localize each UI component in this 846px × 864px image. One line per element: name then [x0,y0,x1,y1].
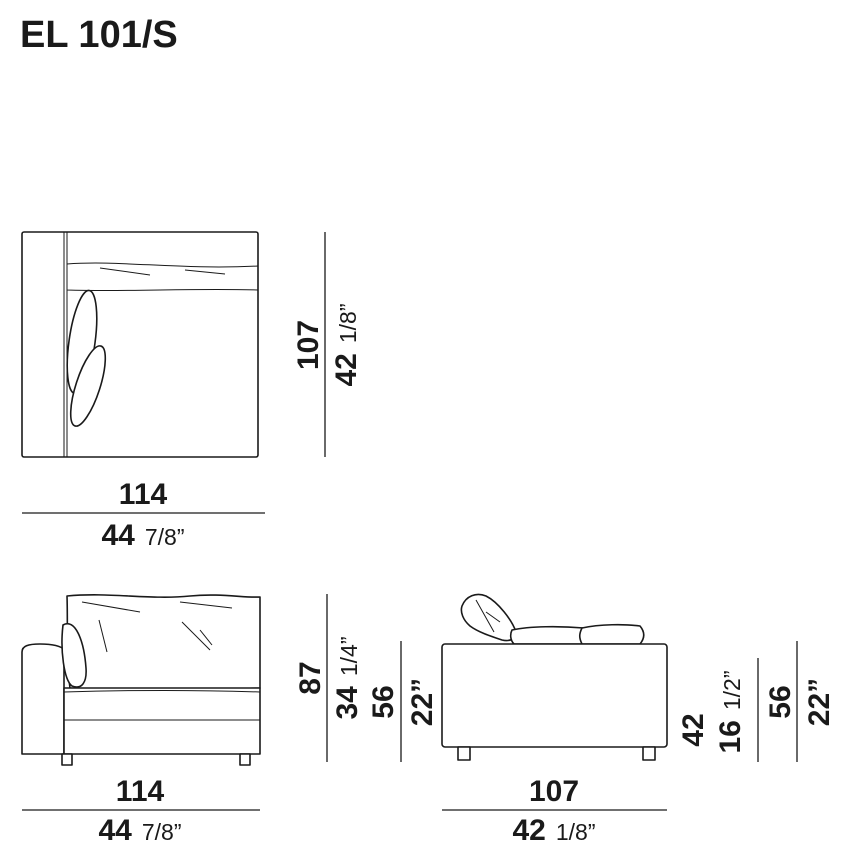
side-view-back-cushion [460,593,518,642]
front-view-seat-base [63,687,261,755]
side-depth-cm: 107 [529,775,579,808]
side-height-cm: 42 [677,713,710,746]
front-seat-cm: 56 [367,685,400,718]
front-height-inches: 341/4” [331,636,364,719]
top-width-cm: 114 [119,478,168,511]
top-view-back-cushion [66,262,259,292]
top-view-outline [21,231,259,458]
front-width-cm: 114 [116,775,165,808]
front-height-cm: 87 [294,661,327,694]
side-seat-cm: 56 [764,685,797,718]
side-height-inches: 161/2” [714,670,747,753]
side-view-seat-cushion-1 [509,625,588,645]
top-depth-inches: 421/8” [330,303,363,386]
side-view-seat-cushion-2 [578,623,645,645]
side-view-base [441,643,668,748]
front-seat-inches: 22” [406,678,439,726]
top-depth-cm: 107 [292,320,325,370]
front-view-back-cushion [66,594,261,691]
front-view-foot-right [239,753,251,766]
front-view-foot-left [61,753,73,766]
product-title: EL 101/S [20,14,178,56]
front-view-pillow [61,622,87,688]
side-view-foot-right [642,746,656,761]
top-view-pillow-2 [69,345,107,427]
side-view-foot-left [457,746,471,761]
side-seat-inches: 22” [803,678,836,726]
front-view-armrest [21,643,65,755]
